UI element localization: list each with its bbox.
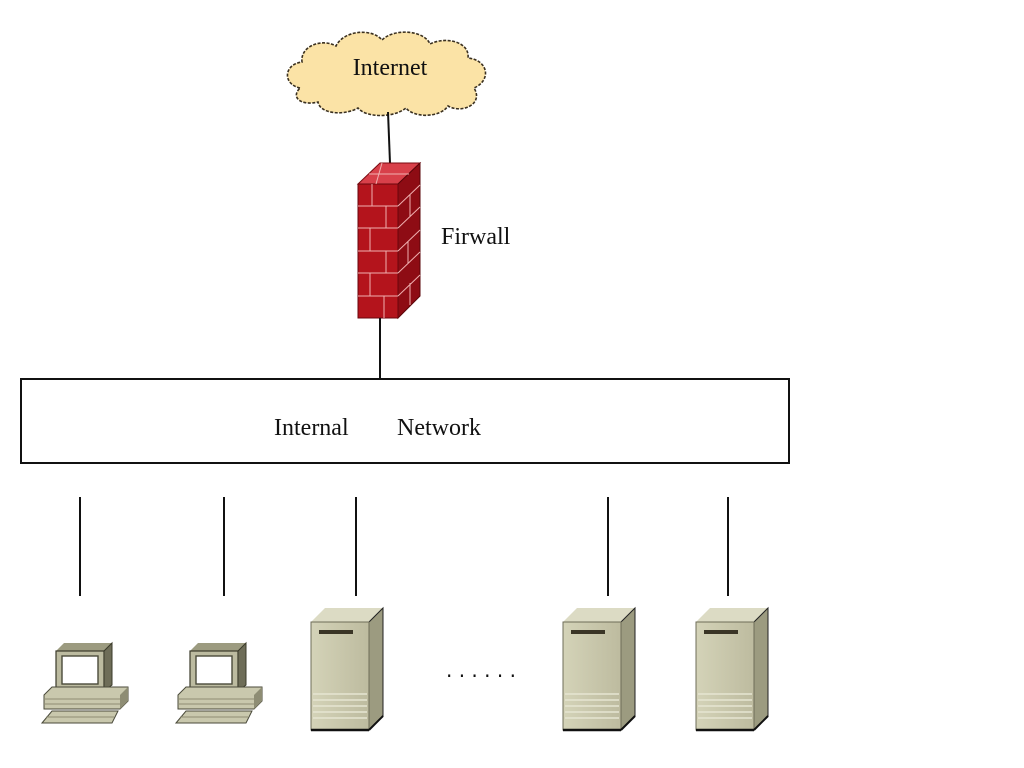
network-label-network: Network <box>397 415 481 441</box>
device-links <box>79 497 729 596</box>
server-tower-icon <box>694 606 770 732</box>
firewall-label: Firwall <box>441 224 511 250</box>
internet-label: Internet <box>353 55 428 81</box>
firewall: Firwall <box>356 161 511 320</box>
network-box <box>20 378 790 464</box>
device-server-2 <box>561 606 637 732</box>
ellipsis: · · · · · · <box>446 664 516 688</box>
desktop-computer-icon <box>41 642 129 724</box>
server-tower-icon <box>561 606 637 732</box>
device-workstation-2 <box>175 642 263 724</box>
device-server-1 <box>309 606 385 732</box>
server-tower-icon <box>309 606 385 732</box>
device-workstation-1 <box>41 642 129 724</box>
internet-cloud: Internet <box>286 31 487 117</box>
desktop-computer-icon <box>175 642 263 724</box>
brick-wall-icon <box>356 161 422 320</box>
cloud-icon <box>286 31 487 117</box>
link-internet-firewall <box>387 111 391 164</box>
network-label-internal: Internal <box>274 415 349 441</box>
device-server-3 <box>694 606 770 732</box>
internal-network: Internal Network <box>20 378 790 464</box>
